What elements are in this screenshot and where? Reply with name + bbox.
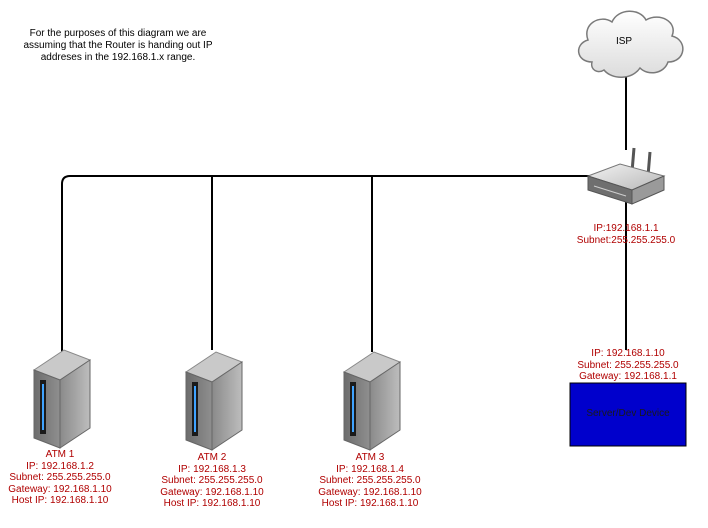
atm-1-host-ip: Host IP: 192.168.1.10 — [11, 495, 109, 506]
atm-3-name: ATM 3 — [355, 452, 385, 463]
atm-2-server-icon — [184, 351, 244, 451]
atm-2-gateway: Gateway: 192.168.1.10 — [160, 486, 264, 498]
connection-lines — [61, 70, 627, 356]
router-subnet: Subnet:255.255.255.0 — [576, 234, 676, 246]
router-label: IP:192.168.1.1 Subnet:255.255.255.0 — [568, 223, 684, 246]
isp-label: ISP — [615, 36, 633, 47]
router-ip: IP:192.168.1.1 — [593, 223, 659, 234]
note-line-2: assuming that the Router is handing out … — [23, 40, 213, 51]
atm-3-server-icon — [342, 351, 402, 451]
atm-1-gateway: Gateway: 192.168.1.10 — [8, 483, 112, 495]
atm-2-name: ATM 2 — [197, 452, 227, 463]
diagram-note: For the purposes of this diagram we are … — [8, 28, 228, 64]
atm-3-label: ATM 3 IP: 192.168.1.4 Subnet: 255.255.25… — [316, 452, 424, 510]
atm-3-gateway: Gateway: 192.168.1.10 — [318, 486, 422, 498]
backbone-line — [61, 175, 71, 356]
atm-1-label: ATM 1 IP: 192.168.1.2 Subnet: 255.255.25… — [6, 449, 114, 507]
atm-1-name: ATM 1 — [45, 449, 75, 460]
atm-3-subnet: Subnet: 255.255.255.0 — [319, 475, 421, 486]
router-icon — [586, 147, 666, 205]
server-device-ip-label: IP: 192.168.1.10 Subnet: 255.255.255.0 G… — [568, 348, 688, 383]
note-line-1: For the purposes of this diagram we are — [29, 28, 207, 39]
server-device-subnet: Subnet: 255.255.255.0 — [577, 359, 679, 371]
server-device-label: Server/Dev Device — [586, 408, 670, 419]
atm-2-subnet: Subnet: 255.255.255.0 — [161, 475, 263, 486]
server-device-gateway: Gateway: 192.168.1.1 — [579, 371, 677, 382]
note-line-3: addreses in the 192.168.1.x range. — [40, 52, 196, 63]
atm-3-host-ip: Host IP: 192.168.1.10 — [321, 498, 419, 509]
atm-1-server-icon — [32, 349, 92, 449]
atm-2-ip: IP: 192.168.1.3 — [178, 463, 246, 475]
server-device-ip: IP: 192.168.1.10 — [591, 348, 665, 359]
atm-2-host-ip: Host IP: 192.168.1.10 — [163, 498, 261, 509]
atm-2-label: ATM 2 IP: 192.168.1.3 Subnet: 255.255.25… — [158, 452, 266, 510]
atm-1-ip: IP: 192.168.1.2 — [26, 460, 94, 472]
server-dev-device-box — [569, 382, 687, 447]
atm-3-ip: IP: 192.168.1.4 — [336, 463, 404, 475]
isp-cloud — [578, 10, 684, 78]
atm-1-subnet: Subnet: 255.255.255.0 — [9, 472, 111, 483]
